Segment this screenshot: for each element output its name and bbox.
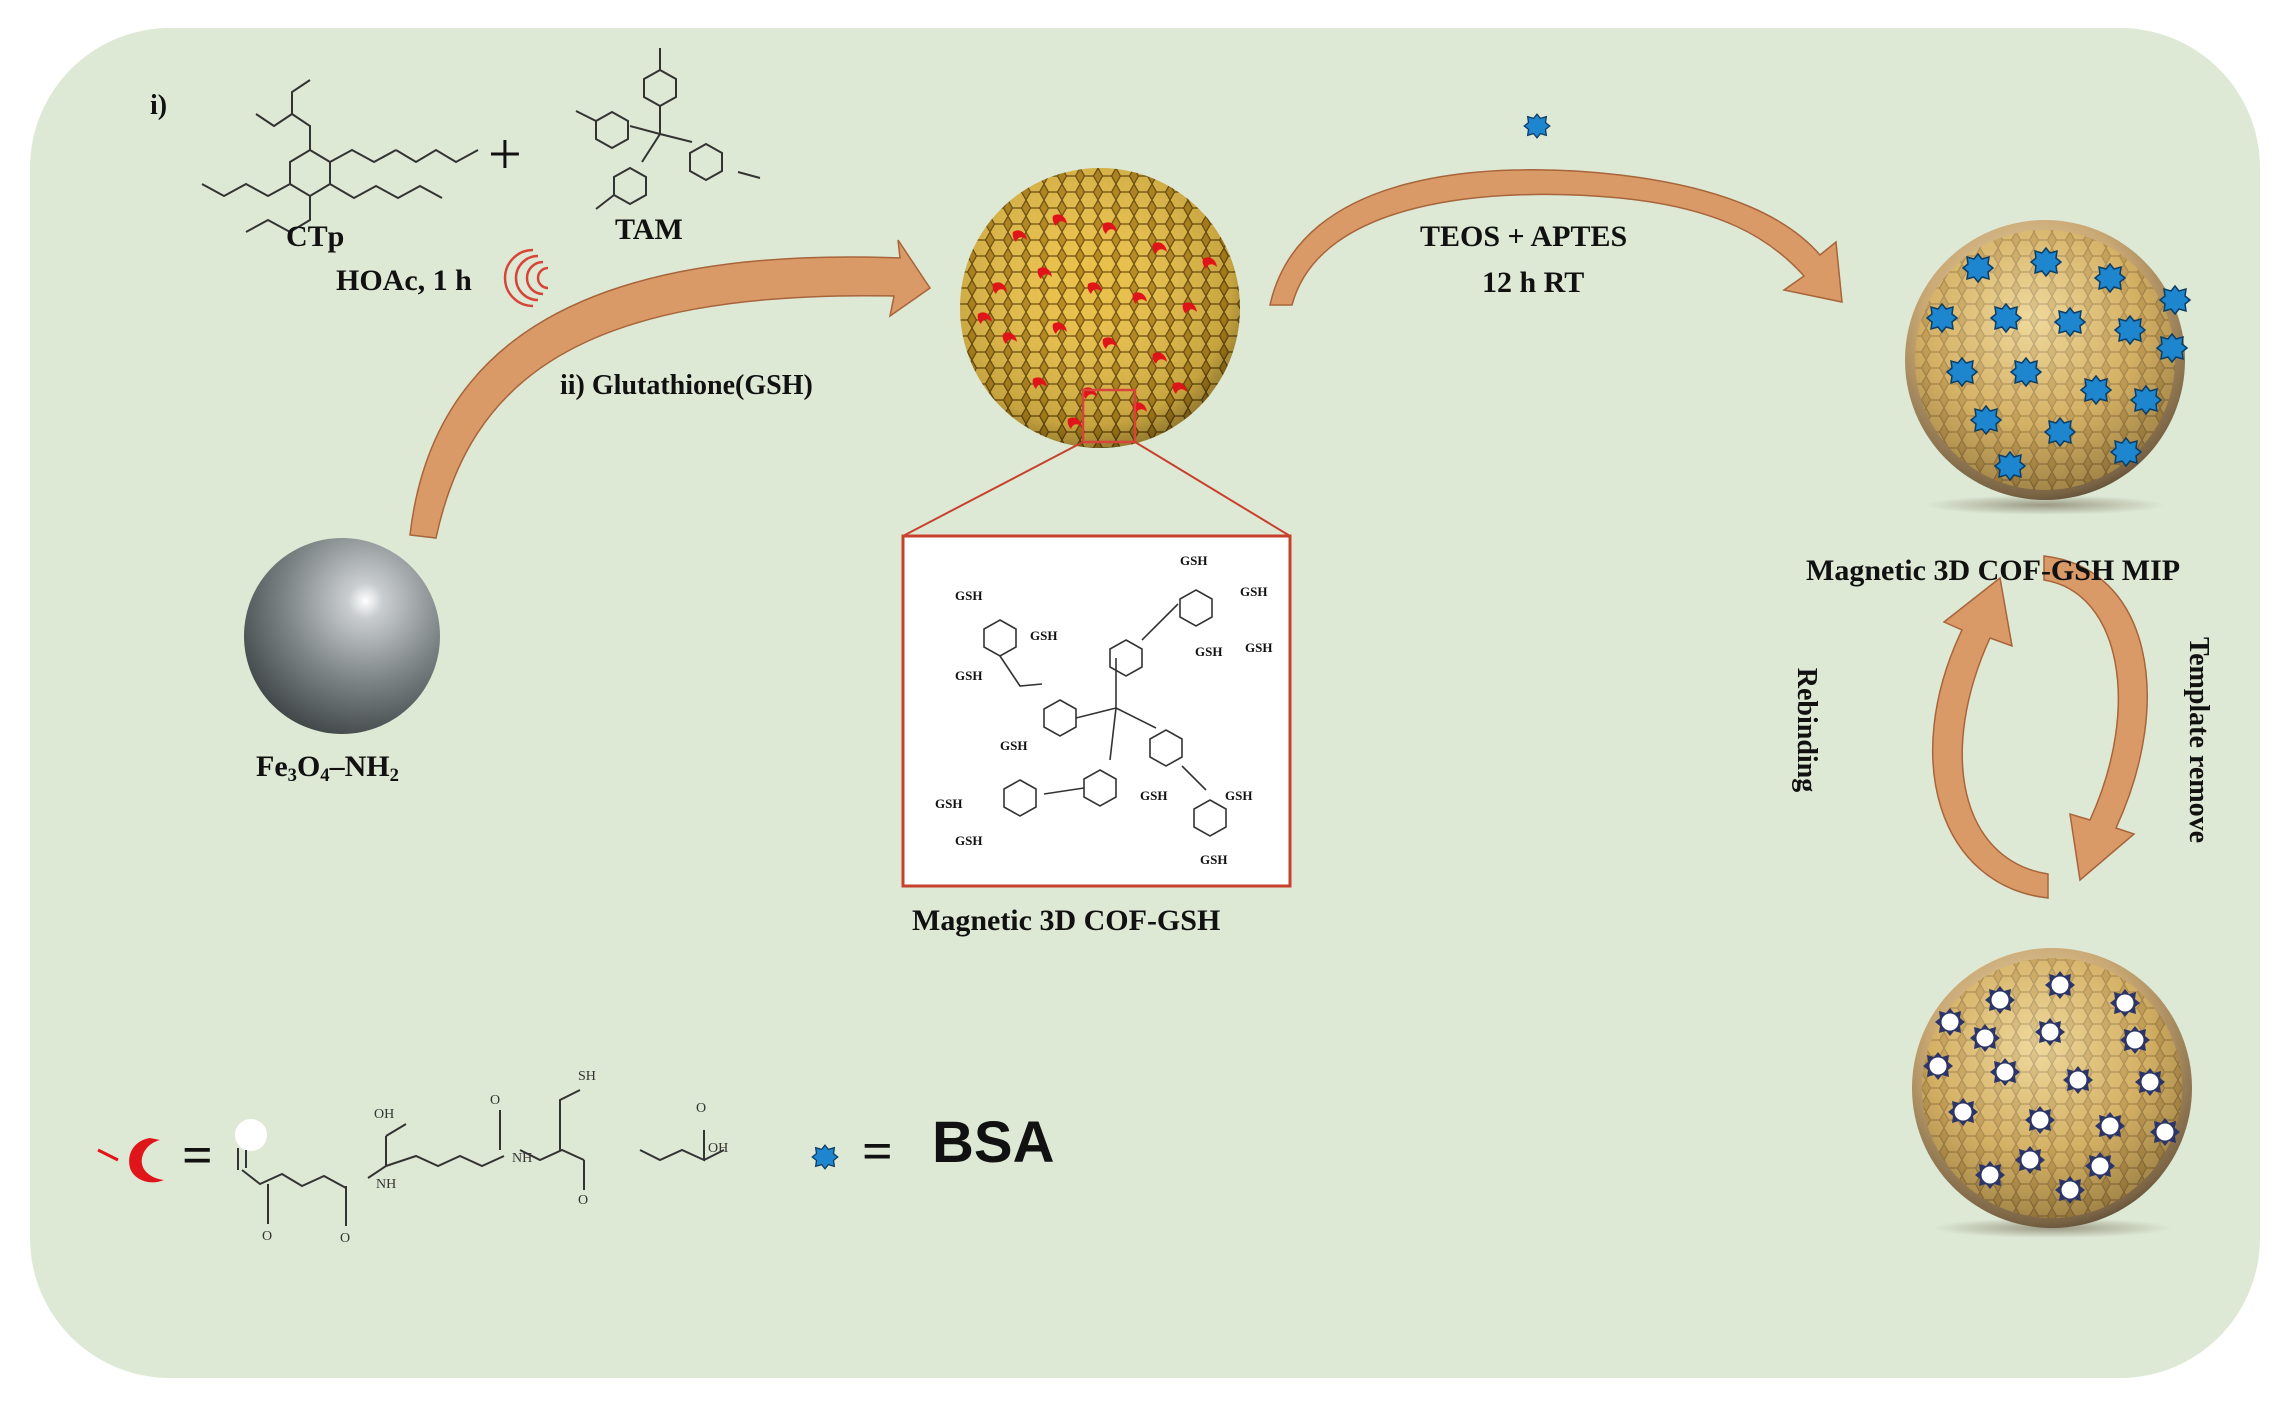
mip-reagents: TEOS + APTES bbox=[1420, 220, 1628, 253]
fe3o4-sphere bbox=[244, 538, 440, 734]
inset-gsh-6: GSH bbox=[1245, 640, 1272, 655]
legend-equals-1: = bbox=[182, 1125, 213, 1185]
legend-struct-text-2: O bbox=[262, 1229, 272, 1244]
inset-gsh-2: GSH bbox=[1030, 628, 1057, 643]
legend-struct-text-7: O bbox=[696, 1101, 706, 1116]
legend-equals-2: = bbox=[862, 1121, 893, 1181]
legend-struct-text-10: NH bbox=[376, 1177, 396, 1192]
mip-empty-sphere bbox=[1912, 948, 2192, 1238]
inset-gsh-7: GSH bbox=[1195, 644, 1222, 659]
template-remove-label: Template remove bbox=[2183, 636, 2214, 844]
cof-gsh-label: Magnetic 3D COF-GSH bbox=[912, 904, 1221, 937]
inset-gsh-4: GSH bbox=[1180, 553, 1207, 568]
legend-gsh: OH O SH NH O OH O O O NH bbox=[97, 1069, 728, 1246]
legend-bsa-label: BSA bbox=[932, 1110, 1055, 1175]
arrow-cof-to-mip bbox=[1269, 169, 1843, 306]
inset-gsh-12: GSH bbox=[1200, 852, 1227, 867]
inset-gsh-10: GSH bbox=[1140, 788, 1167, 803]
arrow-template-remove bbox=[2043, 555, 2148, 882]
inset-gsh-8: GSH bbox=[1000, 738, 1027, 753]
reaction-conditions: HOAc, 1 h bbox=[336, 264, 472, 297]
mip-conditions: 12 h RT bbox=[1482, 266, 1585, 299]
tam-label: TAM bbox=[615, 213, 683, 246]
step-i-label: i) bbox=[150, 90, 168, 121]
fe3o4-label: Fe3O4–NH2 bbox=[256, 750, 399, 787]
ultrasound-icon bbox=[503, 248, 549, 308]
legend-struct-text-1: OH bbox=[374, 1107, 394, 1122]
inset-gsh-3: GSH bbox=[955, 668, 982, 683]
bsa-icon-top bbox=[1523, 113, 1551, 139]
cof-gsh-inset: GSH GSH GSH GSH GSH GSH GSH GSH GSH GSH … bbox=[901, 534, 1292, 888]
ctp-structure bbox=[201, 79, 479, 234]
legend-struct-text-9: O bbox=[340, 1231, 350, 1246]
legend-struct-text-3: SH bbox=[578, 1069, 596, 1084]
cof-sphere bbox=[960, 168, 1240, 448]
inset-gsh-11: GSH bbox=[1225, 788, 1252, 803]
mip-label: Magnetic 3D COF-GSH MIP bbox=[1806, 554, 2181, 587]
tam-structure bbox=[575, 48, 761, 210]
inset-gsh-5: GSH bbox=[1240, 584, 1267, 599]
rebinding-label: Rebinding bbox=[1791, 667, 1822, 793]
step-ii-label: ii) Glutathione(GSH) bbox=[560, 370, 813, 401]
arrow-fe3o4-to-cof bbox=[409, 239, 932, 539]
legend-struct-text-4: NH bbox=[512, 1151, 532, 1166]
plus-sign: + bbox=[488, 121, 522, 187]
legend-struct-text-5: O bbox=[490, 1093, 500, 1108]
legend-struct-text-8: O bbox=[578, 1193, 588, 1208]
zoom-lines bbox=[902, 441, 1291, 537]
mip-sphere bbox=[1905, 220, 2191, 515]
inset-gsh-9: GSH bbox=[935, 796, 962, 811]
inset-gsh-1: GSH bbox=[955, 588, 982, 603]
arrow-rebinding bbox=[1932, 576, 2049, 899]
legend-struct-text-6: OH bbox=[708, 1141, 728, 1156]
legend-bsa-icon bbox=[811, 1144, 839, 1170]
ctp-label: CTp bbox=[286, 220, 345, 253]
inset-gsh-13: GSH bbox=[955, 833, 982, 848]
